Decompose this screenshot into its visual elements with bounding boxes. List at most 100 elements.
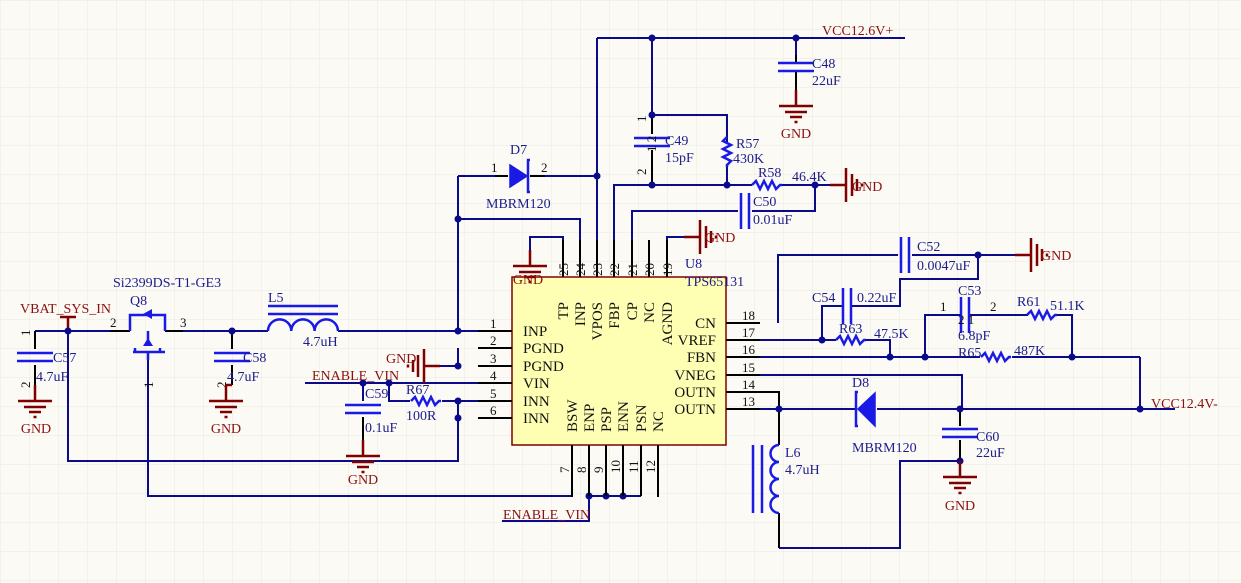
ic-pin-number: 9 (591, 467, 606, 474)
r61-ref: R61 (1017, 295, 1040, 310)
c50-ref: C50 (753, 195, 776, 210)
ic-pin-name: FBN (687, 350, 716, 366)
ic-body[interactable] (511, 276, 727, 446)
c52-ref: C52 (917, 240, 940, 255)
ic-pin-number: 18 (742, 308, 755, 323)
r57-value: 430K (733, 152, 764, 167)
resistor-r65[interactable]: R65 487K (958, 344, 1045, 363)
l5-ref: L5 (268, 291, 284, 306)
ic-u8[interactable]: 1INP2PGND3PGND4VIN5INN6INN25TP24INP23VPO… (478, 240, 760, 497)
gnd-label: GND (211, 422, 241, 437)
ic-pin-name: NC (651, 411, 667, 432)
c48-value: 22uF (812, 74, 841, 89)
ic-pin-name: AGND (660, 302, 676, 345)
resistor-r67[interactable]: R67 100R (406, 383, 443, 424)
inductor-l6[interactable]: L6 4.7uH (751, 443, 820, 515)
ic-part-number: TPS65131 (685, 275, 744, 290)
c49-pin1: 1 (634, 116, 649, 123)
ic-pin-name: CP (625, 302, 641, 320)
q8-pin2: 2 (110, 315, 117, 330)
ic-designator: U8 (685, 257, 702, 272)
ic-pin-name: PGND (523, 359, 564, 375)
ic-pin-name: PGND (523, 341, 564, 357)
resistor-r58[interactable]: R58 46.4K (750, 166, 827, 191)
q8-pin1: 1 (141, 382, 156, 389)
ic-pin-number: 11 (626, 460, 641, 473)
gnd-label: GND (348, 473, 378, 488)
gnd-label: GND (705, 231, 735, 246)
c57-value: 4.7uF (36, 370, 69, 385)
net-label-enable-vin-bottom: ENABLE_VIN (503, 508, 590, 523)
capacitor-c60[interactable]: C60 22uF (940, 427, 1005, 461)
c58-value: 4.7uF (227, 370, 260, 385)
gnd-label: GND (781, 127, 811, 142)
r57-ref: R57 (736, 137, 759, 152)
resistor-r61[interactable]: R61 51.1K (1017, 295, 1085, 321)
ic-pin-number: 4 (490, 368, 497, 383)
r65-value: 487K (1014, 344, 1045, 359)
capacitor-c49[interactable]: 1 2 1 2 C49 15pF (632, 116, 694, 176)
ic-pin-number: 13 (742, 394, 755, 409)
q8-pin3: 3 (180, 315, 187, 330)
gnd-label: GND (852, 180, 882, 195)
c54-value: 0.22uF (857, 291, 897, 306)
ic-pin-number: 5 (490, 386, 497, 401)
capacitor-c59[interactable]: C59 0.1uF (343, 387, 398, 436)
capacitor-c58[interactable]: 2 C58 4.7uF (212, 351, 266, 389)
ic-pin-name: CN (695, 316, 716, 332)
ic-pin-name: INP (523, 324, 547, 340)
ic-pin-name: VNEG (674, 368, 716, 384)
c49-pin2: 2 (634, 169, 649, 176)
ic-pin-number: 10 (608, 460, 623, 473)
ic-pin-number: 15 (742, 360, 755, 375)
inductor-l5[interactable]: L5 4.7uH (266, 291, 340, 350)
c59-ref: C59 (365, 387, 388, 402)
ic-pin-number: 24 (573, 263, 588, 277)
c53-pin-mid: 2 1 (958, 312, 974, 327)
ic-pin-number: 20 (642, 263, 657, 276)
l5-value: 4.7uH (303, 335, 338, 350)
d7-pin2: 2 (541, 160, 548, 175)
r65-ref: R65 (958, 346, 981, 361)
r61-value: 51.1K (1050, 299, 1085, 314)
ic-pin-number: 25 (556, 263, 571, 276)
d7-ref: D7 (510, 143, 527, 158)
c57-pin2: 2 (18, 382, 33, 389)
diode-d8[interactable]: D8 MBRM120 (852, 376, 917, 456)
c53-pin1: 1 (940, 299, 947, 314)
gnd-label: GND (386, 352, 416, 367)
mosfet-q8[interactable]: Si2399DS-T1-GE3 Q8 2 3 1 (110, 276, 221, 388)
c58-pin2: 2 (214, 382, 229, 389)
d8-value: MBRM120 (852, 441, 917, 456)
c60-value: 22uF (976, 446, 1005, 461)
r63-ref: R63 (839, 322, 862, 337)
capacitor-c54[interactable]: C54 0.22uF (812, 286, 897, 326)
resistor-r57[interactable]: R57 430K (721, 135, 764, 169)
ic-pin-number: 14 (742, 377, 756, 392)
diode-d7[interactable]: 1 2 D7 MBRM120 (486, 143, 551, 212)
gnd-label: GND (1041, 249, 1071, 264)
capacitor-c52[interactable]: C52 0.0047uF (899, 235, 971, 275)
d7-pin1: 1 (491, 160, 498, 175)
gnd-label: GND (21, 422, 51, 437)
resistor-r63[interactable]: R63 47.5K (834, 322, 909, 346)
ic-pin-number: 17 (742, 325, 756, 340)
capacitor-c48[interactable]: C48 22uF (776, 57, 841, 89)
c58-ref: C58 (243, 351, 266, 366)
capacitor-c57[interactable]: 1 2 C57 4.7uF (15, 330, 76, 389)
capacitor-c50[interactable]: C50 0.01uF (739, 191, 793, 231)
ic-pin-number: 1 (490, 316, 497, 331)
r67-value: 100R (406, 409, 437, 424)
capacitor-c53[interactable]: C53 1 2 2 1 6.8pF (940, 284, 997, 344)
ic-pin-number: 7 (557, 466, 572, 473)
ic-pin-name: BSW (565, 399, 581, 432)
l6-value: 4.7uH (785, 463, 820, 478)
c49-pin-mid: 1 2 (644, 136, 659, 152)
net-label-vcc12.4v: VCC12.4V- (1151, 397, 1218, 412)
c53-value: 6.8pF (958, 329, 991, 344)
d7-value: MBRM120 (486, 197, 551, 212)
ic-pin-number: 23 (590, 263, 605, 276)
q8-ref: Q8 (130, 294, 147, 309)
ic-pin-number: 2 (490, 333, 497, 348)
c52-value: 0.0047uF (917, 259, 971, 274)
